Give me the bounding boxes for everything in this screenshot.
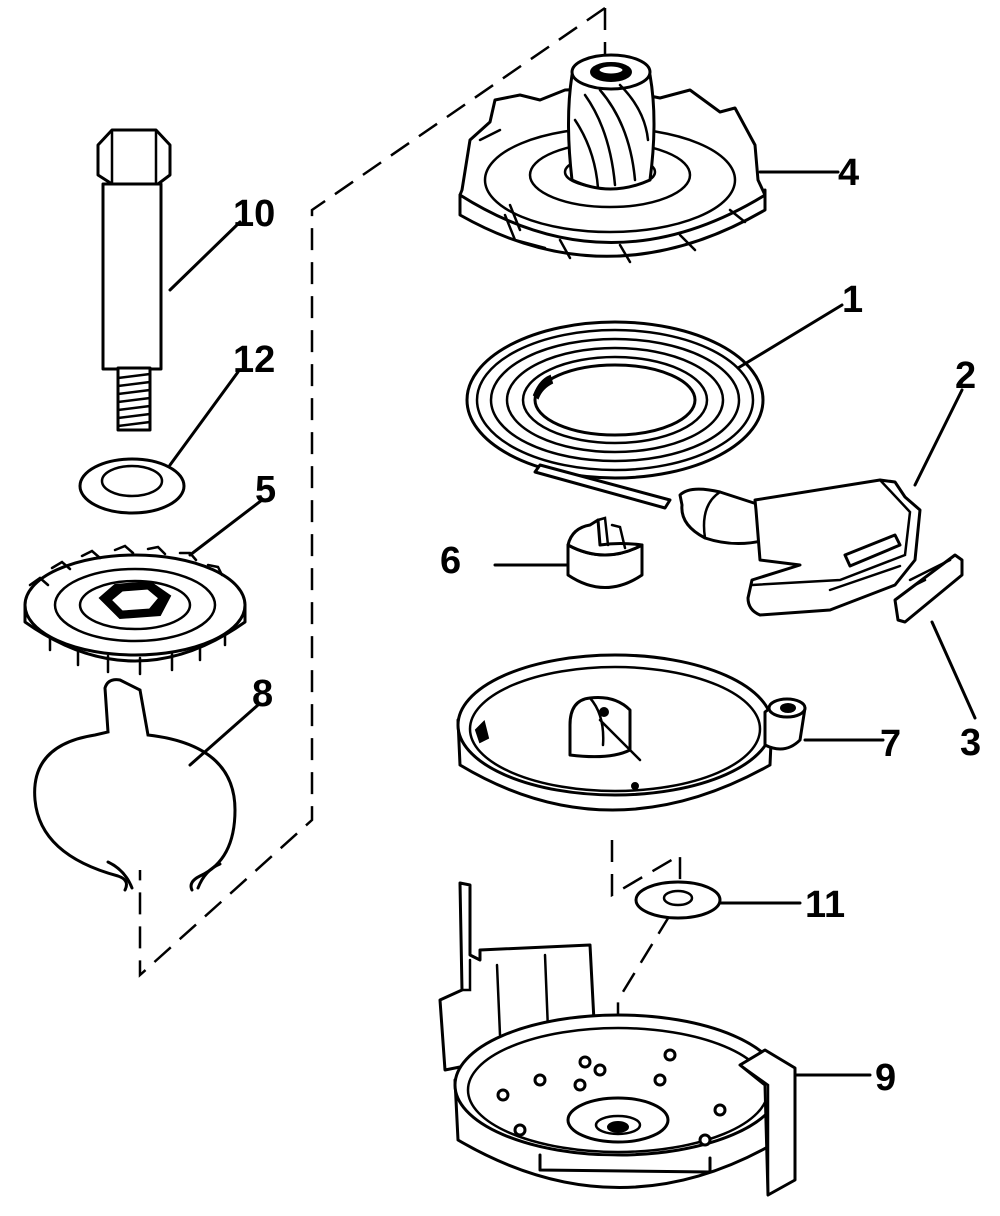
starter-housing (438, 881, 797, 1197)
rewind-spring (465, 320, 765, 480)
pulley-pinion (458, 53, 767, 264)
callout-12: 12 (233, 339, 275, 381)
callout-4: 4 (838, 152, 859, 194)
callout-8: 8 (252, 673, 273, 715)
callout-labels: 4 10 1 12 2 5 6 8 7 3 11 9 (233, 152, 981, 1099)
cam-pawl (566, 516, 644, 589)
callout-1: 1 (842, 279, 863, 321)
starter-handle (533, 463, 922, 617)
handle-insert (893, 553, 964, 624)
callout-2: 2 (955, 355, 976, 397)
callout-11: 11 (805, 884, 845, 926)
callout-6: 6 (440, 540, 461, 582)
spring-clip (33, 678, 237, 892)
leader-lines (168, 170, 977, 1077)
callout-10: 10 (233, 193, 275, 235)
spring-housing (456, 653, 807, 812)
ratchet-gear (23, 544, 247, 676)
callout-3: 3 (960, 722, 981, 764)
callout-7: 7 (880, 723, 901, 765)
callout-9: 9 (875, 1057, 896, 1099)
small-washer (634, 880, 722, 920)
bolt (96, 128, 172, 432)
washer (78, 457, 186, 515)
callout-5: 5 (255, 469, 276, 511)
